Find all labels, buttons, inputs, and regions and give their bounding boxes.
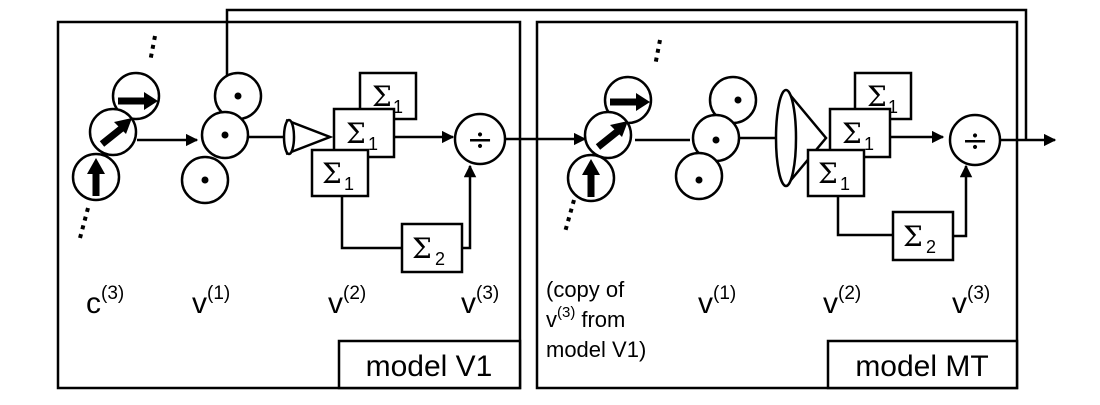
mt-pooling-cone [774,88,828,188]
svg-text:Σ: Σ [818,157,838,190]
mt-sigma2-box: Σ 2 [891,210,955,262]
feedback-connection [220,8,1028,140]
svg-text:Σ: Σ [842,117,862,150]
model-v1-title: model V1 [366,350,493,383]
svg-text:Σ: Σ [412,232,432,265]
product-cell-middle [200,110,250,160]
svg-text:2: 2 [435,249,445,269]
label-v2: v(2) [328,283,366,320]
svg-text:1: 1 [840,174,850,194]
svg-text:1: 1 [888,97,898,117]
svg-text:1: 1 [344,174,354,194]
copy-note-line3: model V1) [546,337,646,362]
svg-text:Σ: Σ [372,80,392,113]
mt-sigma1-box-lower: Σ 1 [806,148,866,198]
model-v1-tag [337,339,522,390]
svg-text:2: 2 [926,237,936,257]
divide-cell: ÷ [453,112,507,166]
svg-text:Σ: Σ [903,220,923,253]
direction-cell-diagonal [88,107,138,157]
mt-label-v2: v(2) [823,283,861,320]
model-mt-frame [535,20,1019,390]
label-c3: c(3) [86,283,124,320]
direction-cell-right [111,71,161,121]
label-v3: v(3) [461,283,499,320]
mt-direction-cell-right [603,75,653,125]
mt-direction-cell-up [566,153,616,203]
mt-wire-to-sigma2 [836,196,893,237]
arrow-sigma2-to-divide [462,164,477,250]
svg-text:÷: ÷ [467,120,494,158]
wire-to-sigma2 [340,196,402,250]
sigma2-box: Σ 2 [400,222,464,274]
model-mt-title: model MT [855,350,988,383]
sigma1-box-lower: Σ 1 [310,148,370,198]
c-ellipsis-bottom [78,207,90,239]
copy-note-line2: v(3)from [546,304,625,332]
mt-divide-cell: ÷ [948,113,1002,167]
label-v1: v(1) [192,283,230,320]
model-v1-frame [56,20,522,390]
product-cell-bottom [180,155,230,205]
mt-ellipsis-bottom [563,199,576,233]
mt-label-v3: v(3) [952,283,990,320]
mt-label-v1: v(1) [698,283,736,320]
svg-text:Σ: Σ [867,80,887,113]
c-ellipsis-top [148,35,157,63]
direction-cell-up [71,152,121,202]
copy-note-line1: (copy of [546,277,625,302]
mt-direction-cell-diagonal [583,110,633,160]
svg-text:Σ: Σ [322,157,342,190]
mt-arrow-sigma2-to-divide [953,164,973,238]
svg-text:Σ: Σ [346,117,366,150]
pooling-cone [282,118,334,156]
svg-text:1: 1 [864,134,874,154]
svg-text:1: 1 [368,134,378,154]
mt-product-cell-bottom [674,151,724,201]
model-mt-tag [826,339,1019,390]
svg-text:1: 1 [393,97,403,117]
mt-ellipsis-top [653,39,662,67]
svg-text:÷: ÷ [962,121,989,159]
